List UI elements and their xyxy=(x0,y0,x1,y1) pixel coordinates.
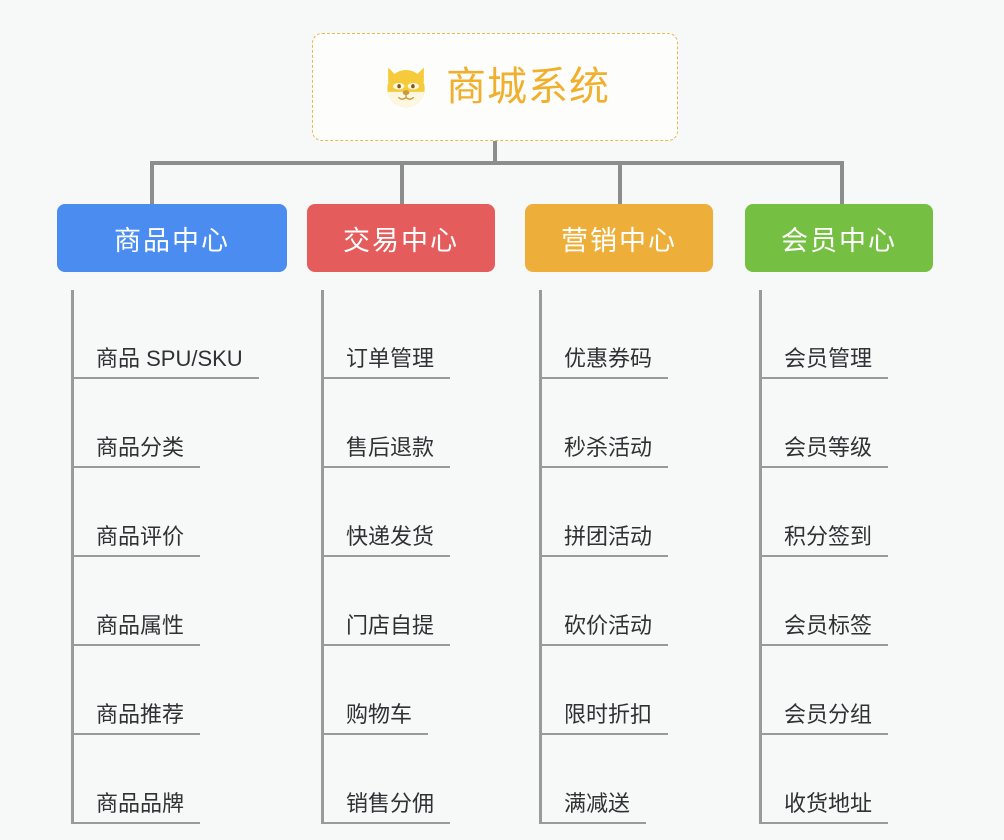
leaf-label: 秒杀活动 xyxy=(542,435,669,468)
leaf-label: 商品品牌 xyxy=(74,791,201,824)
list-item[interactable]: 会员等级 xyxy=(762,379,933,468)
connector-drop-branch-2 xyxy=(400,161,404,206)
branch-header-trade-center[interactable]: 交易中心 xyxy=(307,204,495,272)
leaf-label: 销售分佣 xyxy=(324,791,451,824)
list-item[interactable]: 拼团活动 xyxy=(542,468,713,557)
list-item[interactable]: 商品属性 xyxy=(74,557,287,646)
leaf-label: 快递发货 xyxy=(324,524,451,557)
leaf-label: 会员管理 xyxy=(762,346,889,379)
list-item[interactable]: 会员标签 xyxy=(762,557,933,646)
leaf-label: 订单管理 xyxy=(324,346,451,379)
list-item[interactable]: 快递发货 xyxy=(324,468,495,557)
list-item[interactable]: 秒杀活动 xyxy=(542,379,713,468)
leaf-label: 满减送 xyxy=(542,791,647,824)
branch-marketing-center: 营销中心 优惠券码 秒杀活动 拼团活动 砍价活动 限时折扣 满减送 xyxy=(525,204,713,824)
list-item[interactable]: 限时折扣 xyxy=(542,646,713,735)
branch-header-label: 会员中心 xyxy=(781,225,897,256)
list-item[interactable]: 满减送 xyxy=(542,735,713,824)
leaf-label: 收货地址 xyxy=(762,791,889,824)
list-item[interactable]: 商品分类 xyxy=(74,379,287,468)
list-item[interactable]: 商品品牌 xyxy=(74,735,287,824)
leaf-label: 商品评价 xyxy=(74,524,201,557)
leaf-label: 商品分类 xyxy=(74,435,201,468)
list-item[interactable]: 订单管理 xyxy=(324,290,495,379)
branch-leaf-list: 商品 SPU/SKU 商品分类 商品评价 商品属性 商品推荐 商品品牌 xyxy=(71,290,287,824)
branch-header-label: 营销中心 xyxy=(561,225,677,256)
leaf-label: 商品 SPU/SKU xyxy=(74,346,259,379)
list-item[interactable]: 优惠券码 xyxy=(542,290,713,379)
branch-trade-center: 交易中心 订单管理 售后退款 快递发货 门店自提 购物车 销售分佣 xyxy=(307,204,495,824)
root-node[interactable]: 商城系统 xyxy=(312,33,678,141)
branch-product-center: 商品中心 商品 SPU/SKU 商品分类 商品评价 商品属性 商品推荐 商品品牌 xyxy=(57,204,287,824)
leaf-label: 售后退款 xyxy=(324,435,451,468)
leaf-label: 优惠券码 xyxy=(542,346,669,379)
list-item[interactable]: 会员分组 xyxy=(762,646,933,735)
leaf-label: 商品属性 xyxy=(74,613,201,646)
list-item[interactable]: 售后退款 xyxy=(324,379,495,468)
leaf-label: 限时折扣 xyxy=(542,702,669,735)
leaf-label: 门店自提 xyxy=(324,613,451,646)
list-item[interactable]: 商品评价 xyxy=(74,468,287,557)
leaf-label: 商品推荐 xyxy=(74,702,201,735)
branch-header-member-center[interactable]: 会员中心 xyxy=(745,204,933,272)
branch-leaf-list: 会员管理 会员等级 积分签到 会员标签 会员分组 收货地址 xyxy=(759,290,933,824)
list-item[interactable]: 收货地址 xyxy=(762,735,933,824)
list-item[interactable]: 会员管理 xyxy=(762,290,933,379)
list-item[interactable]: 购物车 xyxy=(324,646,495,735)
branch-header-label: 交易中心 xyxy=(343,225,459,256)
leaf-label: 积分签到 xyxy=(762,524,889,557)
leaf-label: 拼团活动 xyxy=(542,524,669,557)
list-item[interactable]: 砍价活动 xyxy=(542,557,713,646)
leaf-label: 购物车 xyxy=(324,702,429,735)
leaf-label: 会员标签 xyxy=(762,613,889,646)
leaf-label: 砍价活动 xyxy=(542,613,669,646)
shiba-dog-emoji xyxy=(387,67,425,108)
connector-drop-branch-4 xyxy=(840,161,844,206)
branch-header-label: 商品中心 xyxy=(114,225,230,256)
list-item[interactable]: 商品 SPU/SKU xyxy=(74,290,287,379)
leaf-label: 会员等级 xyxy=(762,435,889,468)
leaf-label: 会员分组 xyxy=(762,702,889,735)
list-item[interactable]: 商品推荐 xyxy=(74,646,287,735)
list-item[interactable]: 门店自提 xyxy=(324,557,495,646)
connector-horizontal-bus xyxy=(150,161,844,165)
branch-leaf-list: 优惠券码 秒杀活动 拼团活动 砍价活动 限时折扣 满减送 xyxy=(539,290,713,824)
connector-drop-branch-1 xyxy=(150,161,154,206)
root-title: 商城系统 xyxy=(446,65,610,109)
branch-header-product-center[interactable]: 商品中心 xyxy=(57,204,287,272)
branch-member-center: 会员中心 会员管理 会员等级 积分签到 会员标签 会员分组 收货地址 xyxy=(745,204,933,824)
list-item[interactable]: 积分签到 xyxy=(762,468,933,557)
branch-leaf-list: 订单管理 售后退款 快递发货 门店自提 购物车 销售分佣 xyxy=(321,290,495,824)
connector-root-stem xyxy=(493,141,497,164)
connector-drop-branch-3 xyxy=(618,161,622,206)
branch-header-marketing-center[interactable]: 营销中心 xyxy=(525,204,713,272)
list-item[interactable]: 销售分佣 xyxy=(324,735,495,824)
